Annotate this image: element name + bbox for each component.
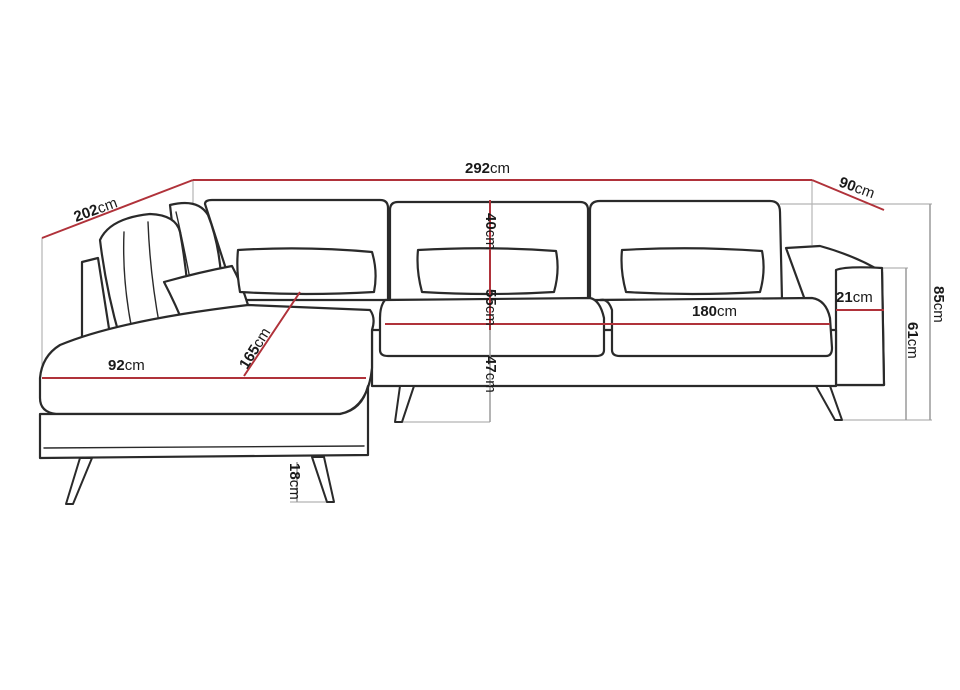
label-seat-to-leg: 47cm bbox=[482, 356, 499, 393]
chaise-back-cushion-front bbox=[98, 212, 192, 340]
label-arm-height: 61cm bbox=[904, 322, 921, 359]
leg-front-left bbox=[65, 457, 93, 505]
label-total-length: 292cm bbox=[465, 160, 510, 177]
label-chaise-seat-width: 92cm bbox=[108, 357, 145, 374]
label-total-height: 85cm bbox=[930, 286, 947, 323]
chaise-seat-cushion bbox=[38, 303, 375, 416]
throw-pillow-middle bbox=[416, 247, 559, 296]
label-seat-height: 55cm bbox=[482, 289, 499, 326]
label-chaise-length: 202cm bbox=[72, 194, 120, 225]
leg-front-middle bbox=[311, 456, 335, 503]
label-seat-width: 180cm bbox=[692, 303, 737, 320]
label-arm-width: 21cm bbox=[836, 289, 873, 306]
right-armrest-front bbox=[834, 266, 886, 387]
sofa-drawing bbox=[38, 198, 886, 505]
label-leg-height: 18cm bbox=[286, 463, 303, 500]
dimension-lines bbox=[41, 179, 931, 502]
throw-pillow-left bbox=[236, 247, 377, 296]
label-back-height: 40cm bbox=[482, 213, 499, 250]
label-depth: 90cm bbox=[837, 174, 877, 203]
leg-rear-middle bbox=[394, 385, 415, 423]
seat-cushion-middle bbox=[378, 296, 606, 358]
chaise-base bbox=[38, 384, 370, 460]
leg-rear-right bbox=[815, 385, 843, 421]
throw-pillow-right bbox=[620, 247, 765, 296]
seat-cushion-right bbox=[598, 296, 834, 358]
